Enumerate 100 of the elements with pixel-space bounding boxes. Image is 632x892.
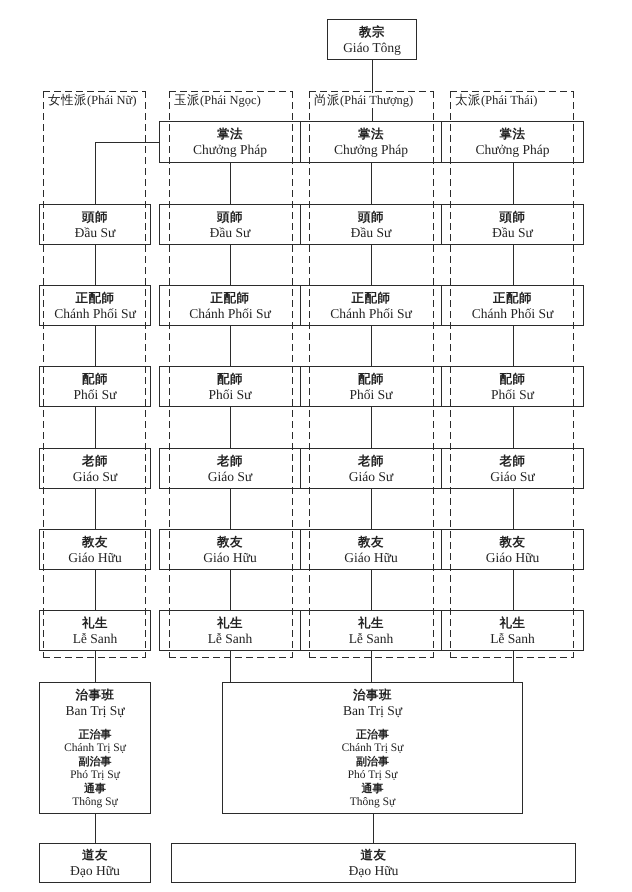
connector-line: [95, 406, 96, 448]
vietnamese-name: Lễ Sanh: [348, 630, 394, 646]
rank-box: [39, 843, 151, 883]
rank-box: [300, 448, 442, 489]
chinese-name: 教友: [217, 534, 243, 550]
chinese-name: 礼生: [358, 614, 384, 630]
connector-line: [513, 650, 514, 682]
vietnamese-name: Giáo Hữu: [486, 550, 540, 566]
connector-line: [371, 244, 372, 286]
vietnamese-name: Phối Sư: [74, 386, 116, 402]
vietnamese-name: Chưởng Pháp: [192, 142, 268, 158]
committee-box: [222, 682, 523, 814]
rank-box: [39, 285, 151, 326]
chinese-name: 正治事: [78, 728, 112, 742]
chinese-name: 掌法: [217, 126, 243, 142]
vietnamese-name: Đầu Sư: [492, 224, 533, 240]
chinese-name: 正配師: [76, 290, 114, 306]
vietnamese-name: Đạo Hữu: [70, 863, 120, 879]
chinese-name: 教友: [500, 534, 526, 550]
chinese-name: 治事班: [76, 687, 114, 703]
vietnamese-name: Phối Sư: [491, 386, 534, 402]
vietnamese-name: Chưởng Pháp: [475, 142, 550, 158]
vietnamese-name: Giáo Sư: [208, 468, 252, 484]
vietnamese-name: Thông Sự: [350, 796, 396, 809]
vietnamese-name: Giáo Hữu: [344, 550, 398, 566]
rank-box: [39, 529, 151, 570]
connector-line: [371, 162, 372, 204]
chinese-name: 教友: [358, 534, 384, 550]
vietnamese-name: Phối Sư: [208, 386, 252, 402]
vietnamese-name: Chánh Phối Sư: [54, 306, 136, 322]
chinese-name: 礼生: [82, 614, 108, 630]
chinese-name: 副治事: [356, 755, 389, 768]
group-heading: 女性派(Phái Nữ): [47, 93, 138, 108]
chinese-name: 副治事: [78, 755, 112, 768]
chinese-name: 老師: [82, 452, 108, 468]
vietnamese-name: Giáo Sư: [72, 468, 118, 484]
connector-line: [371, 570, 372, 610]
rank-box: [441, 610, 584, 651]
chinese-name: 通事: [84, 782, 106, 796]
connector-line: [513, 406, 514, 448]
connector-line: [230, 326, 231, 366]
vietnamese-name: Lễ Sanh: [490, 630, 535, 646]
rank-box: [39, 610, 151, 651]
rank-box: [441, 366, 584, 407]
chinese-name: 道友: [82, 847, 108, 863]
rank-box: [300, 121, 442, 163]
connector-line: [230, 570, 231, 610]
vietnamese-name: Lễ Sanh: [208, 630, 252, 646]
chinese-name: 配師: [82, 370, 108, 386]
vietnamese-name: Đầu Sư: [74, 224, 116, 240]
chinese-name: 礼生: [217, 614, 243, 630]
connector-line: [513, 488, 514, 530]
chinese-name: 配師: [358, 370, 384, 386]
rank-box: [159, 366, 301, 407]
rank-box: [300, 529, 442, 570]
connector-line: [371, 406, 372, 448]
rank-box: [441, 285, 584, 326]
rank-box: [300, 285, 442, 326]
chinese-name: 掌法: [500, 126, 526, 142]
connector-line: [95, 570, 96, 610]
connector-line: [95, 244, 96, 286]
rank-box: [39, 448, 151, 489]
connector-line: [230, 244, 231, 286]
rank-box: [159, 610, 301, 651]
rank-box: [171, 843, 576, 883]
chinese-name: 掌法: [358, 126, 384, 142]
connector-line: [230, 406, 231, 448]
vietnamese-name: Chánh Trị Sự: [64, 742, 126, 755]
vietnamese-name: Lễ Sanh: [72, 630, 118, 646]
vietnamese-name: Phó Trị Sự: [70, 768, 120, 782]
vietnamese-name: Chánh Phối Sư: [472, 306, 554, 322]
connector-line: [371, 650, 372, 682]
chinese-name: 教友: [82, 534, 108, 550]
vietnamese-name: Giáo Sư: [348, 468, 394, 484]
rank-box: [159, 448, 301, 489]
connector-line: [513, 570, 514, 610]
committee-box: [39, 682, 151, 814]
chinese-name: 通事: [362, 782, 384, 796]
chinese-name: 正配師: [493, 290, 532, 306]
rank-box: [39, 366, 151, 407]
rank-box: [159, 529, 301, 570]
vietnamese-name: Giáo Tông: [343, 40, 401, 56]
rank-box: [159, 121, 301, 163]
rank-box: [441, 529, 584, 570]
group-heading: 玉派(Phái Ngọc): [173, 93, 262, 108]
vietnamese-name: Chánh Trị Sự: [342, 742, 404, 755]
rank-box: [159, 285, 301, 326]
connector-line: [95, 142, 160, 204]
vietnamese-name: Chánh Phối Sư: [189, 306, 271, 322]
vietnamese-name: Đạo Hữu: [348, 863, 398, 879]
rank-box: [441, 448, 584, 489]
chinese-name: 礼生: [500, 614, 526, 630]
chinese-name: 道友: [360, 847, 386, 863]
group-heading: 太派(Phái Thái): [454, 93, 538, 108]
vietnamese-name: Phối Sư: [350, 386, 392, 402]
connector-line: [95, 650, 96, 682]
chinese-name: 配師: [217, 370, 243, 386]
vietnamese-name: Phó Trị Sự: [348, 768, 398, 782]
connector-line: [373, 814, 374, 844]
connector-line: [95, 326, 96, 366]
